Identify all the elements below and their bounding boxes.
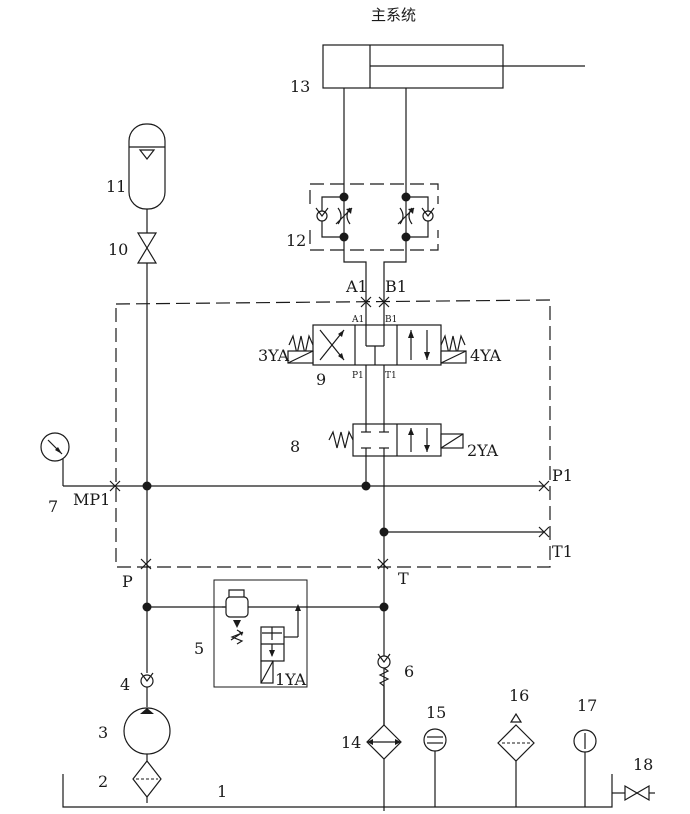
level-gauge-15: [423, 728, 447, 807]
label-11: 11: [106, 177, 126, 196]
diagram-title: 主系统: [371, 6, 416, 24]
port-B1: B1: [385, 277, 407, 296]
valve9-port-p1: P1: [352, 371, 364, 381]
reservoir-1: [62, 774, 613, 808]
solenoid-3YA: 3YA: [258, 346, 290, 365]
return-check-valve-6: [377, 653, 391, 725]
hydraulic-cylinder-13: [322, 44, 585, 193]
cooler-14: [366, 724, 402, 760]
valve9-port-t1: T1: [385, 371, 397, 381]
throttle-check-valve-12: [309, 183, 439, 346]
pressure-gauge-7: [40, 432, 70, 486]
check-valve-4: [140, 672, 154, 707]
label-14: 14: [341, 733, 361, 752]
valve9-port-a1: A1: [351, 315, 364, 325]
suction-filter-2: [132, 760, 162, 803]
label-2: 2: [98, 772, 108, 791]
accumulator-11: [128, 123, 166, 233]
label-18: 18: [633, 755, 653, 774]
port-A1: A1: [345, 277, 368, 296]
drain-valve-18: [612, 784, 655, 802]
air-filter-16: [497, 712, 535, 807]
solenoid-2YA: 2YA: [467, 441, 499, 460]
port-MP1: MP1: [73, 490, 110, 509]
label-4: 4: [120, 675, 130, 694]
directional-valve-9: [287, 324, 467, 366]
relief-valve-5: [213, 579, 308, 688]
pump-3: [123, 707, 171, 761]
label-6: 6: [404, 662, 414, 681]
solenoid-1YA: 1YA: [275, 670, 307, 689]
label-16: 16: [509, 686, 529, 705]
port-T: T: [398, 569, 409, 588]
label-15: 15: [426, 703, 446, 722]
label-10: 10: [108, 240, 128, 259]
manifold-boundary: [115, 299, 551, 568]
port-markers: [109, 296, 550, 570]
port-P: P: [122, 572, 133, 591]
label-17: 17: [577, 696, 597, 715]
label-7: 7: [48, 497, 58, 516]
port-T1: T1: [552, 542, 573, 561]
port-P1: P1: [552, 466, 573, 485]
label-1: 1: [217, 782, 227, 801]
label-13: 13: [290, 77, 310, 96]
thermometer-17: [573, 729, 597, 807]
solenoid-4YA: 4YA: [470, 346, 502, 365]
label-5: 5: [194, 639, 204, 658]
solenoid-valve-8: [328, 423, 464, 457]
valve9-port-b1: B1: [385, 315, 397, 325]
label-8: 8: [290, 437, 300, 456]
label-9: 9: [316, 370, 326, 389]
label-12: 12: [286, 231, 306, 250]
label-3: 3: [98, 723, 108, 742]
stop-valve-10: [136, 232, 158, 608]
